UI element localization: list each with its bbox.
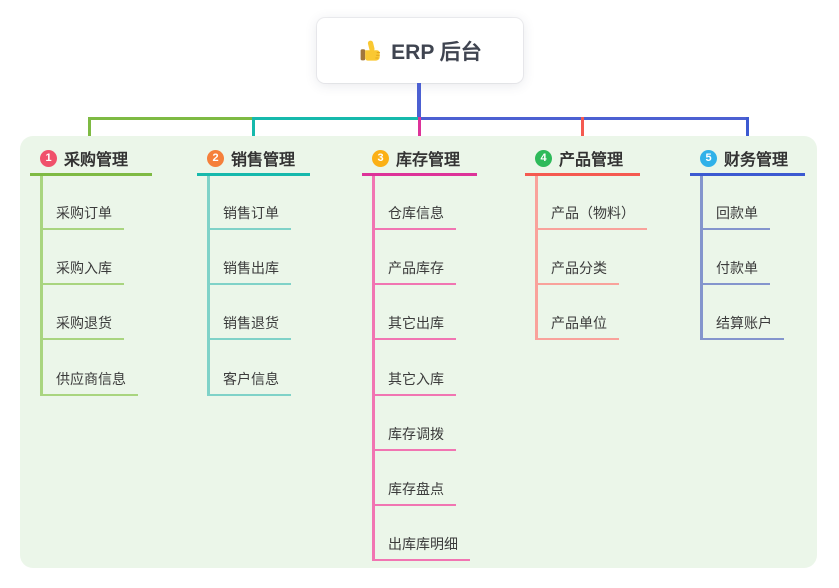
child-topic[interactable]: 产品单位 <box>535 313 619 340</box>
child-topic[interactable]: 库存调拨 <box>372 424 456 451</box>
connector-drop <box>581 117 584 145</box>
branch-connector-line <box>372 176 375 561</box>
child-topic[interactable]: 供应商信息 <box>40 369 138 396</box>
child-topic[interactable]: 产品分类 <box>535 258 619 285</box>
branch-number-badge: 5 <box>700 149 717 167</box>
root-topic-label: ERP 后台 <box>391 40 482 64</box>
child-topic[interactable]: 采购订单 <box>40 203 124 230</box>
child-topic[interactable]: 销售出库 <box>207 258 291 285</box>
branch-number-badge: 3 <box>372 149 389 167</box>
connector-drop <box>418 117 421 145</box>
branch-number-badge: 4 <box>535 149 552 167</box>
connector-segment <box>88 117 254 120</box>
child-topic[interactable]: 其它出库 <box>372 313 456 340</box>
child-topic[interactable]: 库存盘点 <box>372 479 456 506</box>
child-topic[interactable]: 回款单 <box>700 203 770 230</box>
child-topic[interactable]: 出库库明细 <box>372 534 470 561</box>
branch-header[interactable]: 5 财务管理 <box>690 143 805 176</box>
branch-label: 产品管理 <box>559 152 624 169</box>
child-topic[interactable]: 产品库存 <box>372 258 456 285</box>
branch-connector-line <box>700 176 703 340</box>
thumbs-up-icon <box>360 40 381 61</box>
child-topic[interactable]: 仓库信息 <box>372 203 456 230</box>
branch-number-badge: 1 <box>40 149 57 167</box>
child-topic[interactable]: 客户信息 <box>207 369 291 396</box>
branch-label: 销售管理 <box>231 152 296 169</box>
branch-connector-line <box>207 176 210 396</box>
connector-drop <box>88 117 91 145</box>
connector-drop <box>252 117 255 145</box>
root-topic[interactable]: ERP 后台 <box>317 18 523 83</box>
child-topic[interactable]: 销售订单 <box>207 203 291 230</box>
child-topic[interactable]: 采购退货 <box>40 313 124 340</box>
child-topic[interactable]: 产品（物料） <box>535 203 647 230</box>
branch-header[interactable]: 3 库存管理 <box>362 143 477 176</box>
connector-segment <box>252 117 420 120</box>
branch-label: 财务管理 <box>724 152 789 169</box>
branch-header[interactable]: 4 产品管理 <box>525 143 640 176</box>
child-topic[interactable]: 其它入库 <box>372 369 456 396</box>
mindmap-panel <box>20 136 817 568</box>
branch-number-badge: 2 <box>207 149 224 167</box>
child-topic[interactable]: 销售退货 <box>207 313 291 340</box>
child-topic[interactable]: 结算账户 <box>700 313 784 340</box>
child-topic[interactable]: 付款单 <box>700 258 770 285</box>
root-connector-line <box>417 83 421 120</box>
branch-header[interactable]: 1 采购管理 <box>30 143 152 176</box>
connector-drop <box>746 117 749 145</box>
branch-connector-line <box>40 176 43 396</box>
branch-label: 库存管理 <box>396 152 461 169</box>
branch-header[interactable]: 2 销售管理 <box>197 143 310 176</box>
branch-label: 采购管理 <box>64 152 129 169</box>
child-topic[interactable]: 采购入库 <box>40 258 124 285</box>
branch-connector-line <box>535 176 538 340</box>
